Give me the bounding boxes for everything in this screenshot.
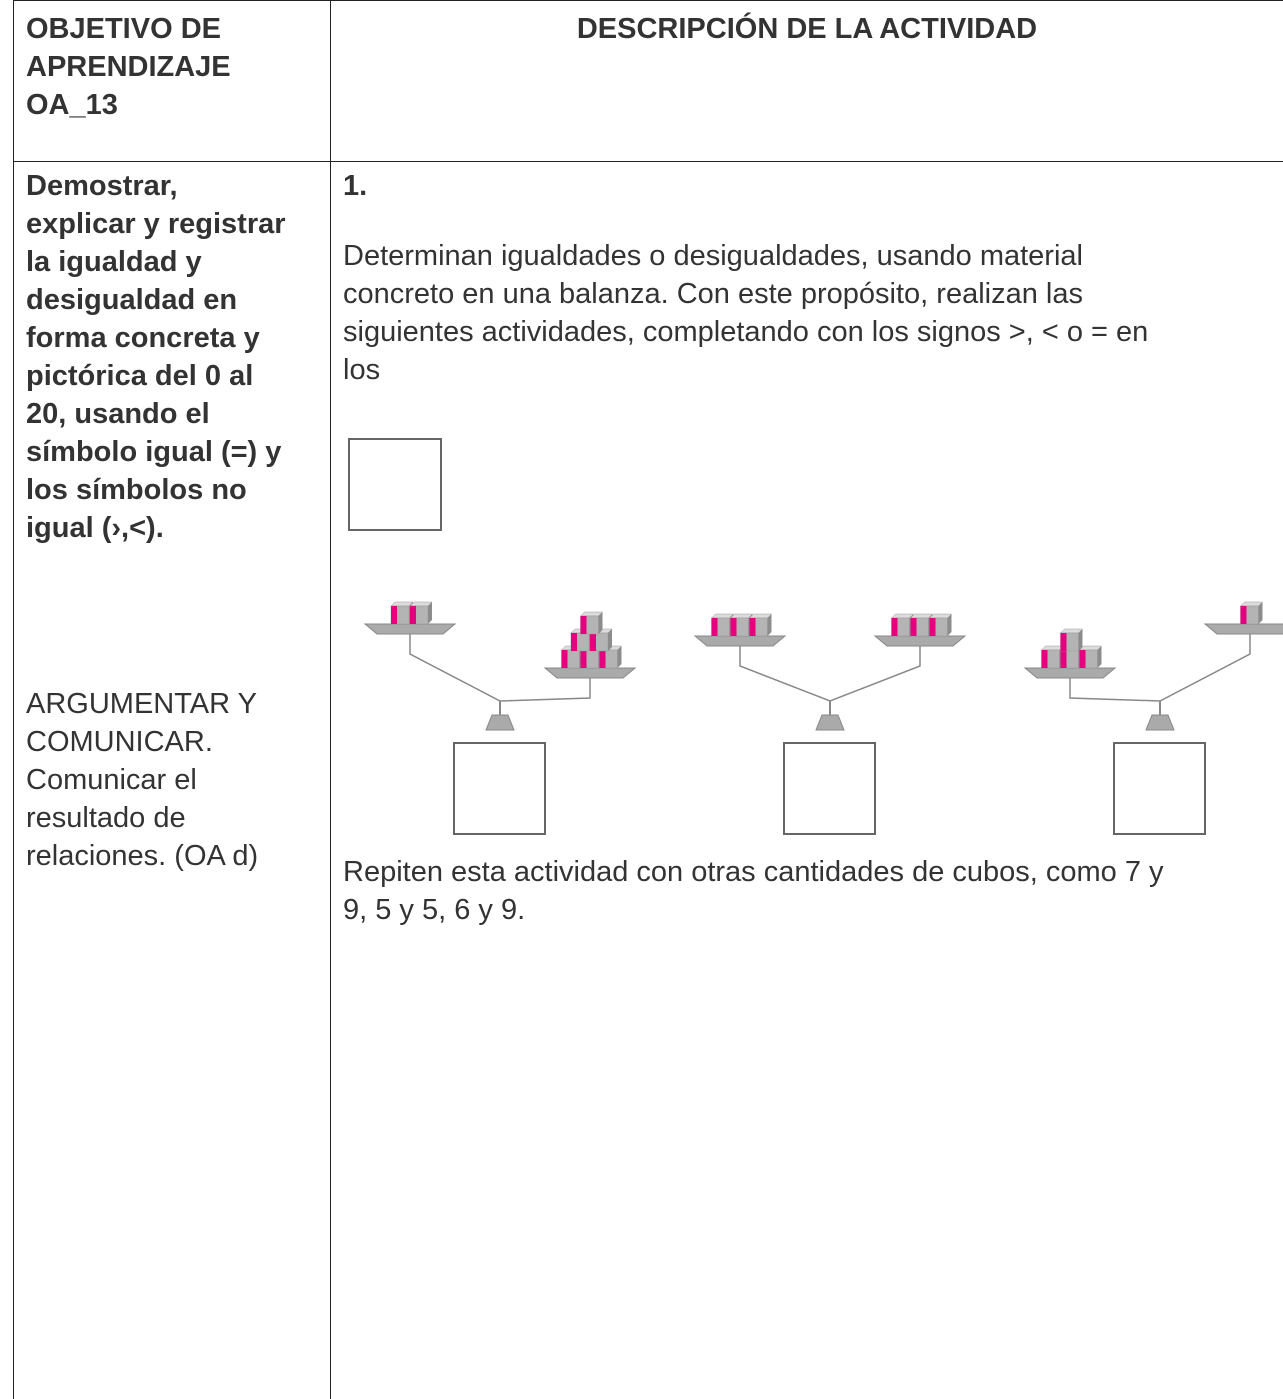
balance-3-left-cube-3-pink bbox=[1060, 633, 1067, 651]
skill-line: Comunicar el bbox=[26, 764, 197, 796]
balance-2-right-cube-1-pink bbox=[910, 618, 917, 636]
header-objective-line: OBJETIVO DE bbox=[26, 13, 221, 45]
table-left-border bbox=[13, 0, 14, 1399]
instruction-line: los bbox=[343, 354, 381, 386]
balance-2-right-cube-2-pink bbox=[929, 618, 936, 636]
balance-3-answer-box bbox=[1113, 742, 1206, 835]
objective-line: igual (›,<). bbox=[26, 512, 164, 544]
objective-line: desigualdad en bbox=[26, 284, 238, 316]
header-activity-title: DESCRIPCIÓN DE LA ACTIVIDAD bbox=[576, 13, 1038, 45]
balance-2-arm bbox=[739, 646, 921, 702]
balance-1-right-cube-t0-pink bbox=[580, 616, 587, 634]
skill-line: COMUNICAR. bbox=[26, 726, 213, 758]
header-objective-line: APRENDIZAJE bbox=[26, 51, 231, 83]
header-objective-line: OA_13 bbox=[26, 89, 118, 121]
balance-1-right-cube-m0-pink bbox=[571, 633, 577, 651]
balance-svg bbox=[348, 438, 1283, 835]
balance-3-right-cube-0-side bbox=[1258, 602, 1263, 624]
balance-illustration bbox=[340, 430, 1283, 845]
balance-1-right-cube-t0-side bbox=[598, 612, 603, 634]
objective-line: 20, usando el bbox=[26, 398, 210, 430]
objective-line: los símbolos no bbox=[26, 474, 247, 506]
balance-1-base bbox=[485, 714, 515, 731]
balance-3-left-cube-2-pink bbox=[1079, 650, 1086, 668]
objective-line: forma concreta y bbox=[26, 322, 260, 354]
balance-1-right-cube-b1-pink bbox=[580, 650, 587, 668]
balance-2-right-cube-0-pink bbox=[891, 618, 898, 636]
objective-line: explicar y registrar bbox=[26, 208, 286, 240]
objective-text: Demostrar, explicar y registrar la igual… bbox=[26, 167, 286, 547]
balance-2-left-cube-1-pink bbox=[730, 618, 737, 636]
balance-1-left-cube-1-pink bbox=[410, 606, 416, 624]
balance-1-right-tray bbox=[543, 667, 637, 679]
instruction-line: Determinan igualdades o desigualdades, u… bbox=[343, 240, 1083, 272]
skill-line: relaciones. (OA d) bbox=[26, 840, 259, 872]
balance-3-base bbox=[1145, 714, 1175, 731]
balance-3-left-cube-0-pink bbox=[1041, 650, 1048, 668]
balance-1-left-cube-0-pink bbox=[391, 606, 397, 624]
balance-2-left-tray bbox=[693, 635, 787, 647]
balance-1-right-cube-b2-pink bbox=[599, 650, 606, 668]
balance-2-left-cube-2-pink bbox=[749, 618, 756, 636]
balance-1-right-cube-b2-side bbox=[617, 646, 622, 668]
balance-1-left-tray bbox=[363, 623, 457, 635]
balance-3-left-tray bbox=[1023, 667, 1117, 679]
followup-line: 9, 5 y 5, 6 y 9. bbox=[343, 894, 526, 926]
followup-line: Repiten esta actividad con otras cantida… bbox=[343, 856, 1164, 888]
instruction-line: concreto en una balanza. Con este propós… bbox=[343, 278, 1083, 310]
balance-2-right-cube-2-side bbox=[947, 614, 952, 636]
balance-1-right-cube-b0-pink bbox=[561, 650, 568, 668]
objective-line: símbolo igual (=) y bbox=[26, 436, 282, 468]
header-objective: OBJETIVO DE APRENDIZAJE OA_13 bbox=[26, 10, 231, 124]
balance-1-right-cube-m1-pink bbox=[590, 633, 596, 651]
balance-3-right-tray bbox=[1203, 623, 1283, 635]
balance-1-right-cube-m1-side bbox=[608, 629, 612, 651]
objective-line: pictórica del 0 al bbox=[26, 360, 254, 392]
balance-2-answer-box bbox=[783, 742, 876, 835]
balance-3-left-cube-2-side bbox=[1097, 646, 1102, 668]
instruction-line: siguientes actividades, completando con … bbox=[343, 316, 1149, 348]
balance-2-left-cube-0-pink bbox=[711, 618, 718, 636]
balance-2-base bbox=[815, 714, 845, 731]
activity-number: 1. bbox=[343, 170, 368, 202]
objective-line: Demostrar, bbox=[26, 170, 178, 202]
activity-followup: Repiten esta actividad con otras cantida… bbox=[343, 853, 1164, 929]
balance-1-left-cube-1-side bbox=[428, 602, 432, 624]
activity-instructions: Determinan igualdades o desigualdades, u… bbox=[343, 237, 1148, 389]
table-top-border bbox=[13, 0, 1283, 1]
balance-2-left-cube-2-side bbox=[767, 614, 772, 636]
skill-line: resultado de bbox=[26, 802, 186, 834]
balance-2-right-tray bbox=[873, 635, 967, 647]
balance-3-right-cube-0-pink bbox=[1240, 606, 1247, 624]
answer-box-example bbox=[348, 438, 442, 531]
header-bottom-border bbox=[13, 161, 1283, 162]
balance-3-left-cube-3-side bbox=[1078, 629, 1083, 651]
balance-1-answer-box bbox=[453, 742, 546, 835]
column-divider bbox=[330, 0, 331, 1399]
skill-line: ARGUMENTAR Y bbox=[26, 688, 257, 720]
skill-text: ARGUMENTAR Y COMUNICAR. Comunicar el res… bbox=[26, 685, 258, 875]
balance-3-left-cube-1-pink bbox=[1060, 650, 1067, 668]
objective-line: la igualdad y bbox=[26, 246, 202, 278]
